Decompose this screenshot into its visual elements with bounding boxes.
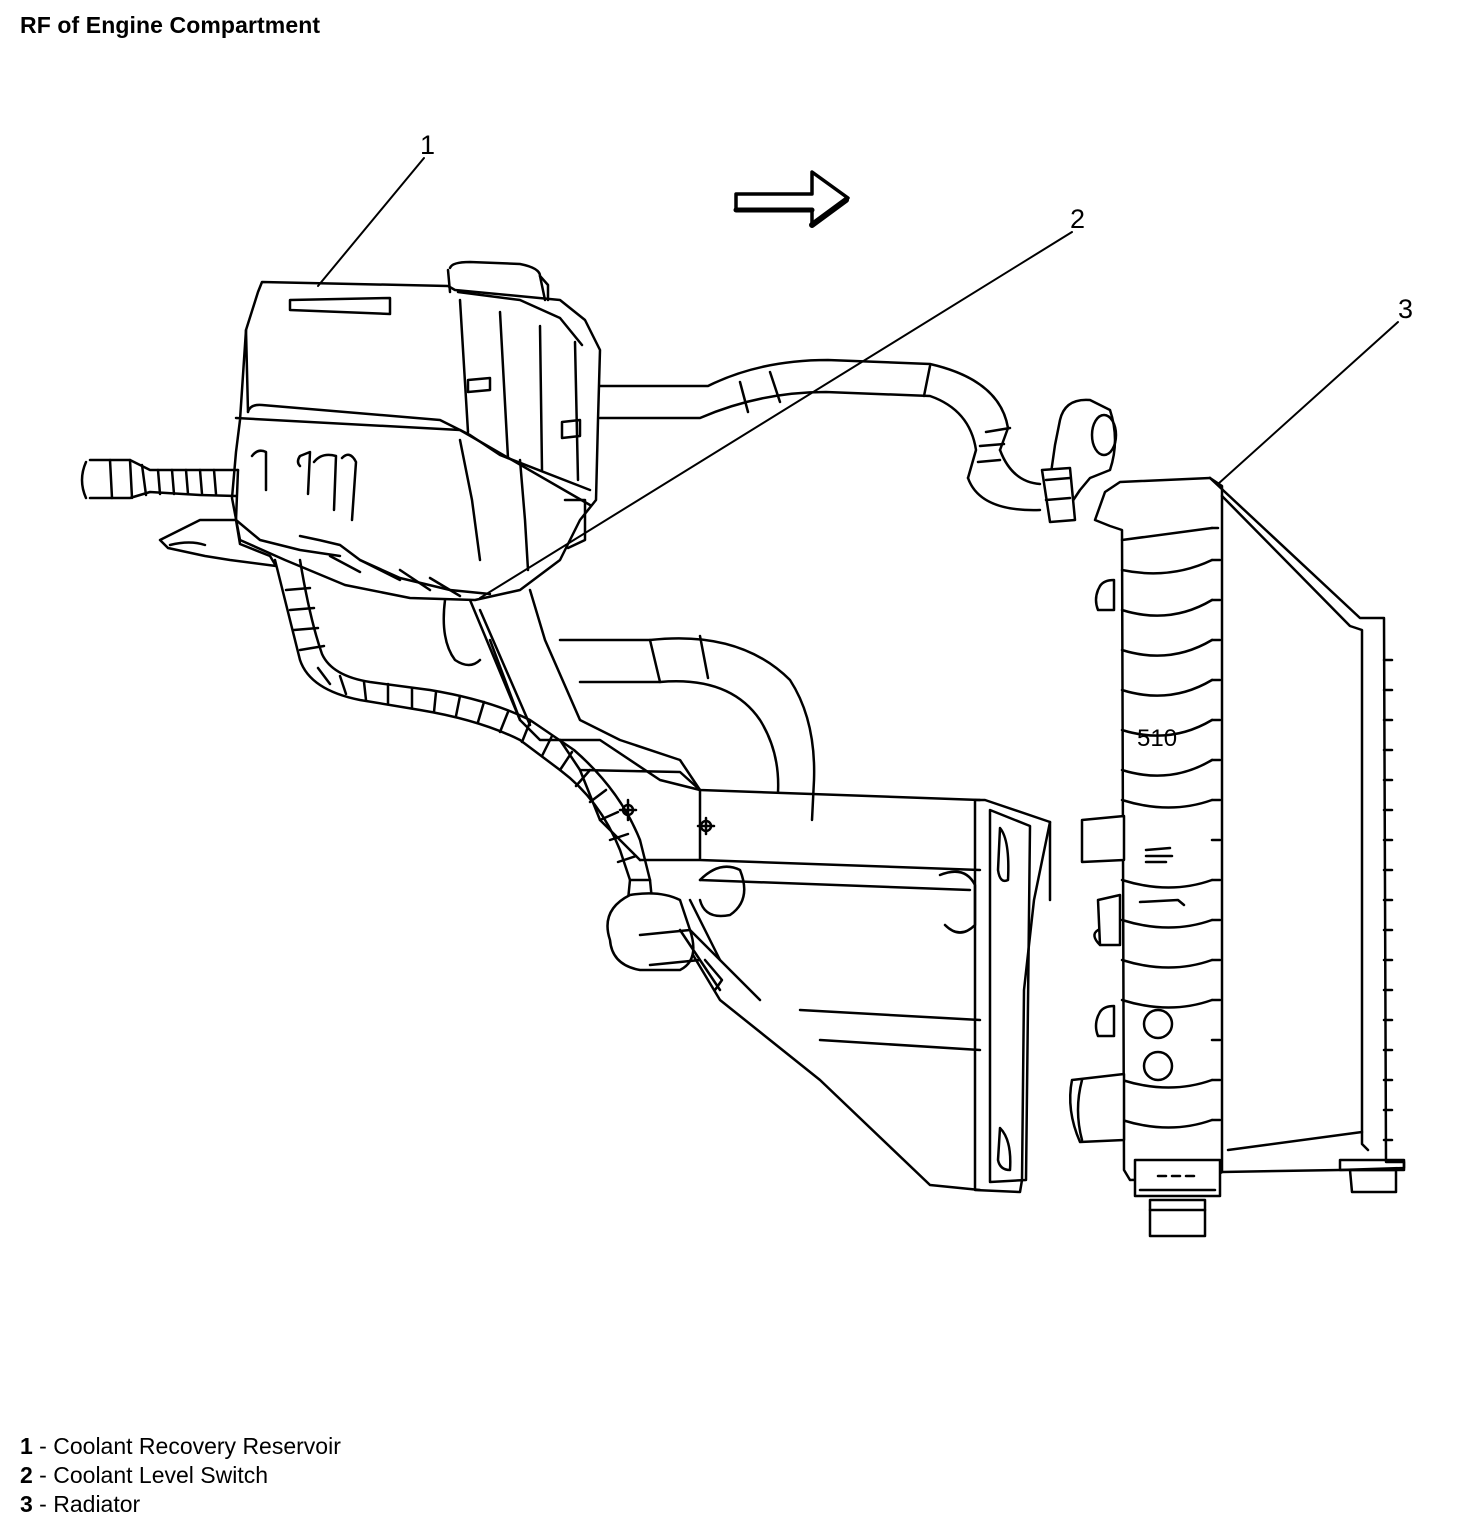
direction-arrow-icon bbox=[733, 170, 850, 228]
legend-label: Coolant Recovery Reservoir bbox=[53, 1433, 341, 1459]
level-switch-wire-harness bbox=[80, 458, 654, 902]
legend-number: 1 bbox=[20, 1433, 33, 1459]
radiator-marking: 510 bbox=[1137, 725, 1177, 752]
callout-number-3: 3 bbox=[1398, 294, 1413, 324]
radiator: 510 bbox=[1040, 398, 1406, 1238]
callout-number-1: 1 bbox=[420, 130, 435, 160]
upper-coolant-hose bbox=[598, 358, 1042, 512]
support-bracket bbox=[442, 588, 1052, 1194]
legend-item: 2 - Coolant Level Switch bbox=[20, 1462, 269, 1488]
legend-label: Coolant Level Switch bbox=[53, 1462, 269, 1488]
legend-number: 3 bbox=[20, 1491, 33, 1517]
callout-leaders bbox=[317, 157, 1399, 599]
legend-number: 2 bbox=[20, 1462, 33, 1488]
page-title: RF of Engine Compartment bbox=[20, 12, 321, 38]
callout-number-2: 2 bbox=[1070, 204, 1085, 234]
legend-label: Radiator bbox=[53, 1491, 141, 1517]
legend-item: 3 - Radiator bbox=[20, 1491, 141, 1517]
coolant-recovery-reservoir bbox=[158, 260, 602, 602]
callout-legend: 1 - Coolant Recovery Reservoir 2 - Coola… bbox=[20, 1432, 341, 1519]
legend-item: 1 - Coolant Recovery Reservoir bbox=[20, 1433, 341, 1459]
